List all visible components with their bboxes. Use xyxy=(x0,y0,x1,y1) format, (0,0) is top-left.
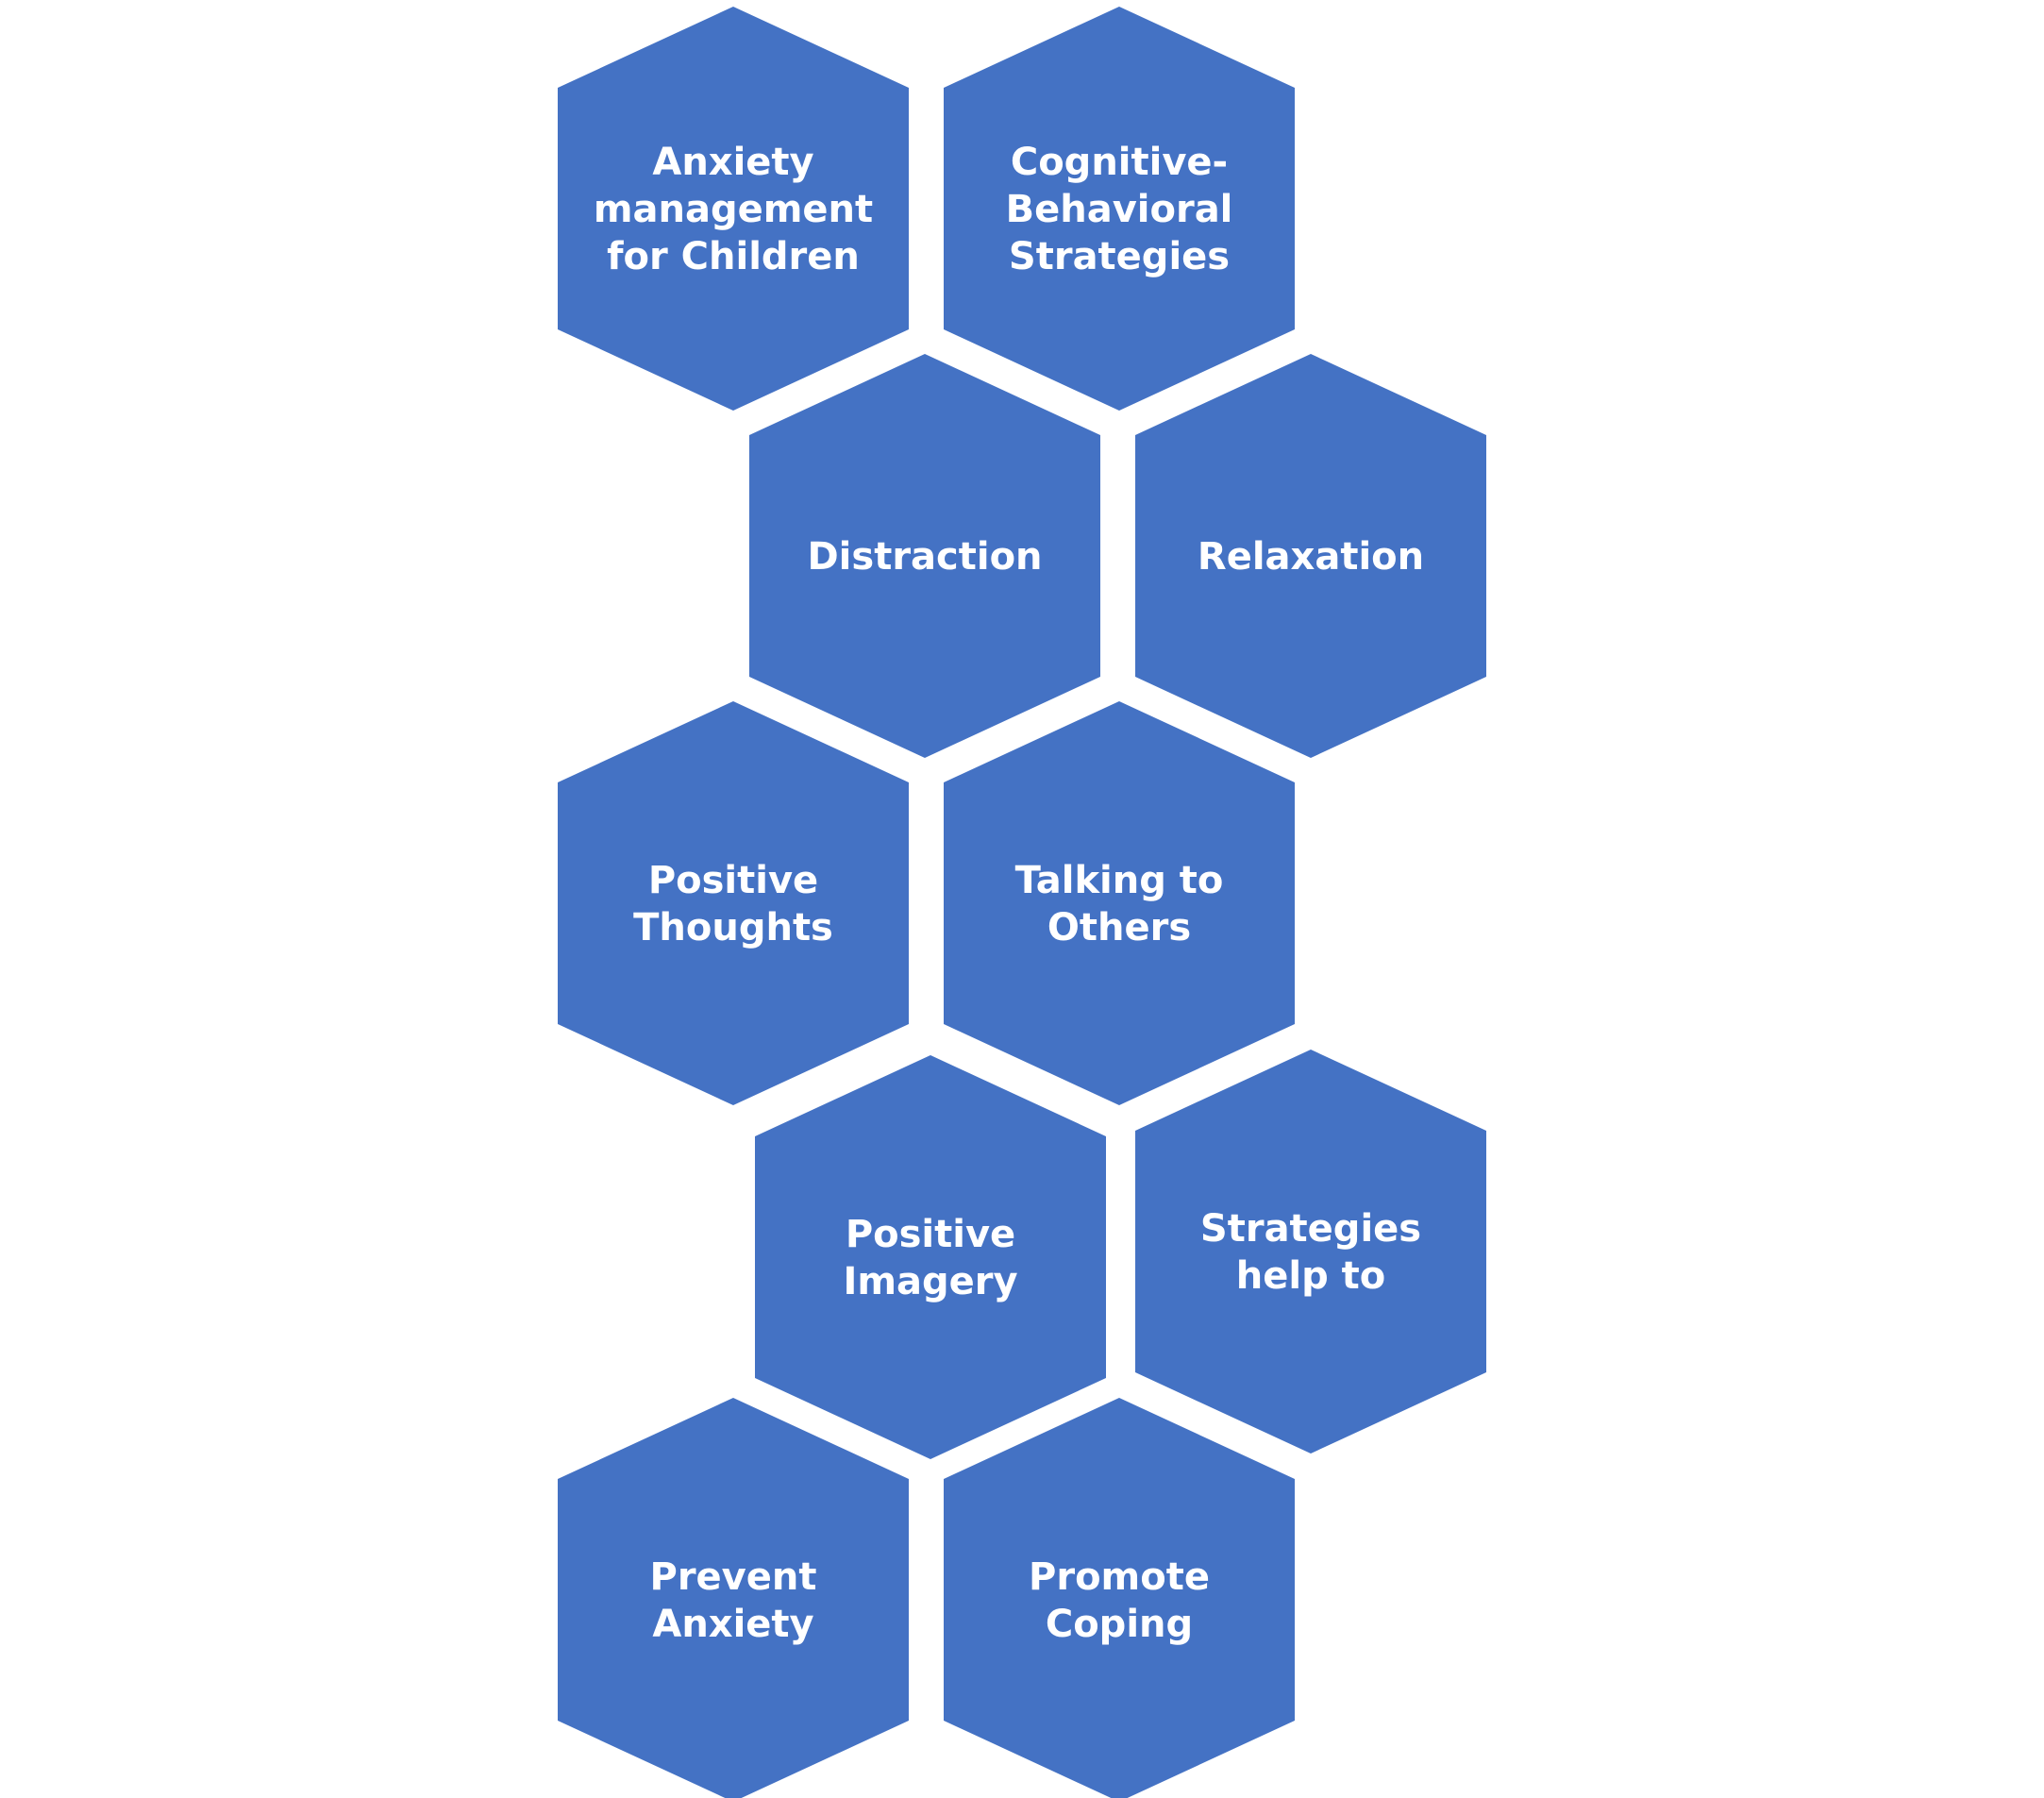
hexagon-label-line: Others xyxy=(1047,906,1191,949)
hexagon-distraction: Distraction xyxy=(749,354,1100,758)
hexagon-relaxation: Relaxation xyxy=(1135,354,1486,758)
hexagon-label-line: Thoughts xyxy=(633,906,833,949)
hexagon-shape xyxy=(944,7,1295,411)
hexagon-label-line: Positive xyxy=(648,859,818,902)
hexagon-label-line: management xyxy=(594,188,873,231)
hexagon-shape xyxy=(944,1398,1295,1798)
hexagon-label-line: Talking to xyxy=(1015,859,1224,902)
hexagon-shape xyxy=(1135,1050,1486,1454)
hexagon-label-line: Behavioral xyxy=(1006,188,1233,231)
hexagon-label-line: Positive xyxy=(846,1213,1015,1256)
hexagon-label-line: Prevent xyxy=(650,1555,817,1599)
hexagon-label-line: help to xyxy=(1236,1254,1385,1298)
hexagon-shape xyxy=(558,701,909,1105)
hexagon-label-line: Coping xyxy=(1046,1603,1193,1646)
hexagon-label-line: Anxiety xyxy=(652,141,813,184)
hexagon-shape xyxy=(558,1398,909,1798)
hexagon-shape xyxy=(749,354,1100,758)
hexagon-label-line: Imagery xyxy=(843,1260,1017,1303)
hexagon-shape xyxy=(944,701,1295,1105)
hexagon-label-line: Strategies xyxy=(1009,235,1230,278)
hexagon-label-line: Relaxation xyxy=(1198,535,1424,579)
hexagon-label-line: Promote xyxy=(1029,1555,1210,1599)
hexagon-label-line: Cognitive- xyxy=(1011,141,1228,184)
hexagon-label-line: Distraction xyxy=(807,535,1042,579)
hexagon-label-line: Strategies xyxy=(1200,1207,1421,1251)
hexagon-shape xyxy=(1135,354,1486,758)
hexagon-label-line: Anxiety xyxy=(652,1603,813,1646)
hexagon-label-line: for Children xyxy=(607,235,860,278)
hexagon-shape xyxy=(558,7,909,411)
hexagon-shape xyxy=(755,1055,1106,1459)
